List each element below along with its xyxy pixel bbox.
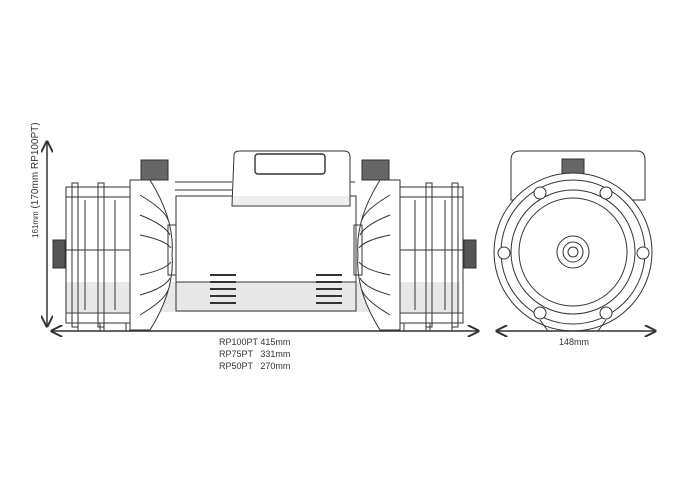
height-label: 161mm (170mm RP100PT) [30,122,41,238]
length-row: RP75PT 331mm [219,348,290,360]
bolt [599,186,613,200]
height-alt: (170mm RP100PT) [30,122,41,209]
bolt [533,186,547,200]
right-outlet-port [361,159,390,181]
side-view [52,150,477,332]
terminal-box [175,150,355,207]
vents [210,274,342,304]
end-view [493,150,653,332]
model-length: 415mm [260,337,291,347]
bolt [636,246,650,260]
left-inlet-port [52,239,66,269]
model-length: 270mm [260,361,291,371]
bolt [497,246,511,260]
length-row: RP100PT 415mm [219,336,290,348]
length-row: RP50PT 270mm [219,360,290,372]
model-length: 331mm [260,349,291,359]
width-label: 148mm [559,337,590,347]
model-name: RP50PT [219,361,253,371]
model-name: RP75PT [219,349,253,359]
bolt [599,306,613,320]
right-inlet-port [463,239,477,269]
bolt [533,306,547,320]
length-labels: RP100PT 415mm RP75PT 331mm RP50PT 270mm [219,336,290,372]
left-outlet-port [140,159,169,181]
right-impeller-housing [353,159,401,331]
height-main: 161mm [31,211,40,238]
model-name: RP100PT [219,337,258,347]
